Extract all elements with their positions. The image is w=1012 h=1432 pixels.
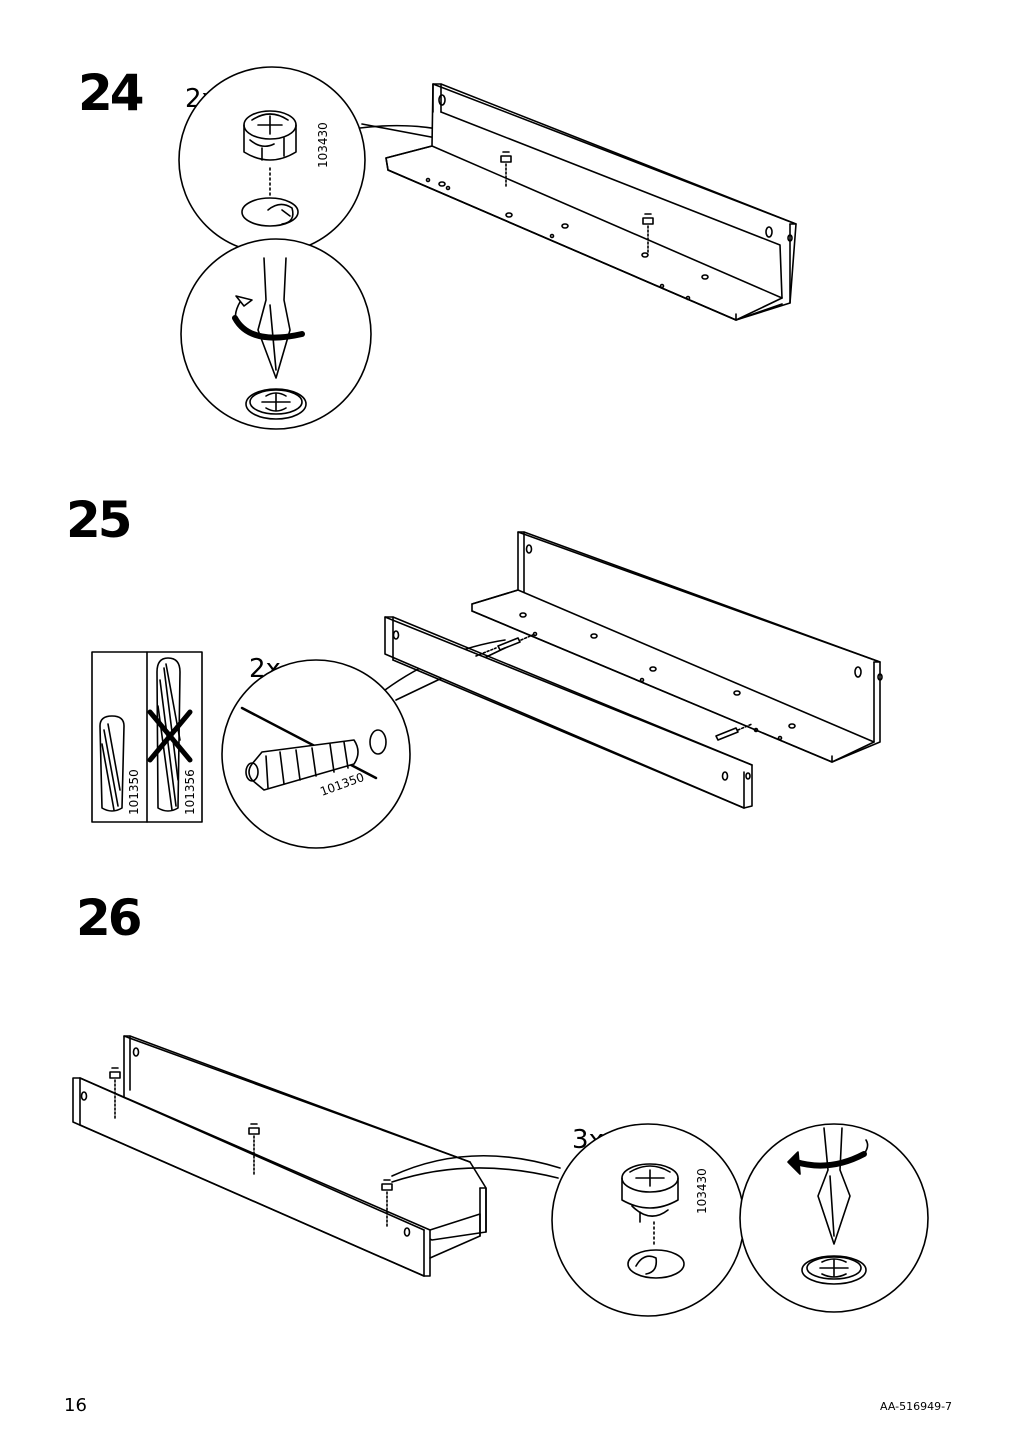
dowel-hole-icon xyxy=(369,729,387,755)
shelf-panel xyxy=(385,83,797,321)
step-26-illustration: 103430 xyxy=(72,1035,929,1317)
cam-lock-icon xyxy=(243,110,297,161)
step-24-illustration: 103430 xyxy=(178,66,797,430)
dowel-small-icon xyxy=(715,723,753,741)
cam-lock-icon xyxy=(621,1163,679,1223)
dowel-ok-part-number: 101350 xyxy=(127,769,141,815)
dowel-comparison-box: 101350 101356 xyxy=(91,651,203,823)
frame-assembly xyxy=(72,1035,487,1277)
screwdriver-icon xyxy=(817,1127,851,1245)
part-number-103430: 103430 xyxy=(316,122,330,168)
cam-lock-small-icon xyxy=(248,1123,260,1175)
shelf-panel xyxy=(471,531,883,763)
step-26-number: 26 xyxy=(76,889,143,947)
screwdriver-callout xyxy=(180,238,372,430)
part-number-103430: 103430 xyxy=(695,1168,709,1214)
wrong-cross-icon xyxy=(147,709,193,763)
dowel-callout: 101350 xyxy=(221,639,506,849)
step-24-number: 24 xyxy=(78,64,145,122)
dowel-icon xyxy=(99,715,125,812)
cam-lock-top-icon xyxy=(245,388,307,420)
cam-lock-small-icon xyxy=(500,151,512,187)
document-id: AA-516949-7 xyxy=(880,1400,953,1413)
page-number: 16 xyxy=(64,1395,87,1416)
rotate-arrow-icon xyxy=(232,295,305,341)
cam-lock-small-icon xyxy=(642,213,654,253)
cam-lock-small-icon xyxy=(381,1179,393,1229)
dowel-icon xyxy=(245,739,359,791)
dowel-wrong-part-number: 101356 xyxy=(183,769,197,815)
step-25-number: 25 xyxy=(66,491,133,549)
dowel-small-icon xyxy=(475,633,536,657)
cam-lock-hole-icon xyxy=(627,1249,685,1279)
rotate-arrow-icon xyxy=(787,1139,869,1175)
cam-lock-hole-icon xyxy=(241,197,299,227)
step-25-illustration: 101350 101356 101350 xyxy=(91,531,883,849)
cam-lock-small-icon xyxy=(109,1067,121,1119)
cam-lock-callout: 103430 xyxy=(391,1123,745,1317)
cam-lock-top-icon xyxy=(801,1255,867,1285)
screwdriver-callout xyxy=(739,1123,929,1313)
side-rail-panel xyxy=(384,616,753,809)
